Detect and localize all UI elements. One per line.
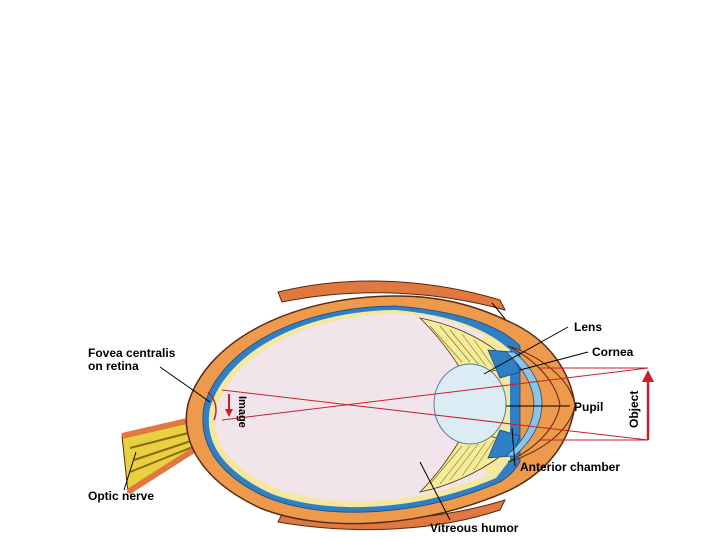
label-optic-nerve: Optic nerve xyxy=(88,489,154,503)
label-fovea-line2: on retina xyxy=(88,359,139,373)
label-cornea: Cornea xyxy=(592,345,634,359)
label-object: Object xyxy=(627,391,641,428)
label-image: Image xyxy=(236,396,248,428)
lens xyxy=(434,364,506,444)
label-fovea-line1: Fovea centralis xyxy=(88,346,176,360)
label-anterior-chamber: Anterior chamber xyxy=(520,460,620,474)
label-lens: Lens xyxy=(574,320,602,334)
object-arrow-head xyxy=(642,370,654,382)
label-vitreous-humor: Vitreous humor xyxy=(430,521,519,535)
label-pupil: Pupil xyxy=(574,400,603,414)
